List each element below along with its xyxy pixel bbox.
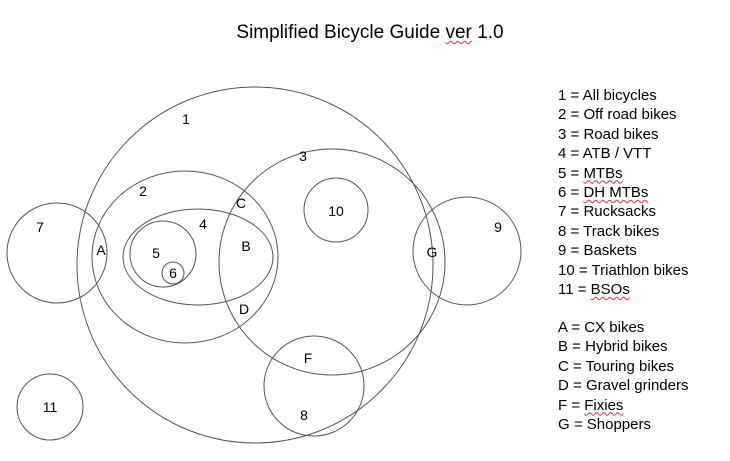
diagram-title: Simplified Bicycle Guide ver 1.0 — [0, 22, 730, 44]
legend-item: A = CX bikes — [558, 318, 688, 337]
legend-letter-text: Fixies — [584, 396, 624, 414]
label-region-f: F — [304, 350, 313, 366]
legend-item: C = Touring bikes — [558, 357, 688, 376]
label-region-c: C — [236, 195, 246, 211]
legend-item: D = Gravel grinders — [558, 376, 688, 395]
legend-letter-key: C = — [558, 357, 586, 375]
label-set-8: 8 — [300, 407, 308, 423]
label-set-10: 10 — [328, 203, 344, 219]
legend-letter-key: A = — [558, 319, 585, 336]
legend-set-key: 9 = — [558, 242, 584, 260]
legend-set-text: All bicycles — [582, 87, 657, 104]
legend-set-text: ATB / VTT — [582, 145, 652, 163]
legend-set-text: DH MTBs — [583, 184, 649, 202]
legend-set-key: 7 = — [558, 203, 584, 221]
ellipse-atb-vtt — [122, 208, 274, 306]
legend-letter-text: Shoppers — [586, 416, 651, 434]
label-set-11: 11 — [43, 399, 58, 415]
circle-off-road-bikes — [91, 170, 279, 344]
label-region-g: G — [427, 244, 438, 260]
label-set-3: 3 — [299, 148, 307, 164]
legend-item: 7 = Rucksacks — [558, 202, 689, 221]
legend-letter-key: B = — [558, 338, 586, 356]
label-set-5: 5 — [152, 245, 160, 261]
label-region-b: B — [241, 238, 250, 254]
legend-item: 10 = Triathlon bikes — [558, 261, 689, 280]
legend-letter-key: D = — [558, 377, 586, 395]
circle-rucksacks — [6, 202, 108, 304]
label-region-d: D — [239, 301, 249, 317]
legend-set-key: 4 = — [558, 145, 583, 163]
label-region-a: A — [96, 242, 106, 258]
label-set-2: 2 — [139, 183, 147, 199]
legend-set-text: Road bikes — [583, 125, 659, 143]
legend-item: 2 = Off road bikes — [558, 105, 689, 124]
legend-set-key: 8 = — [558, 222, 584, 240]
circle-baskets — [412, 196, 522, 306]
circle-triathlon-bikes — [303, 177, 369, 243]
legend-item: 6 = DH MTBs — [558, 183, 689, 202]
legend-letter-text: CX bikes — [584, 319, 645, 336]
legend-item: 11 = BSOs — [558, 280, 689, 299]
legend-set-text: Track bikes — [583, 222, 660, 240]
legend-letter-text: Gravel grinders — [585, 377, 689, 395]
legend-set-key: 3 = — [558, 125, 584, 143]
circle-track-bikes — [263, 335, 365, 437]
title-squiggly-word: ver — [445, 22, 472, 43]
label-set-4: 4 — [199, 216, 207, 232]
legend-item: 9 = Baskets — [558, 241, 689, 260]
legend-item: F = Fixies — [558, 396, 688, 415]
label-set-9: 9 — [494, 219, 502, 235]
legend-set-key: 5 = — [558, 164, 584, 182]
legend-item: G = Shoppers — [558, 415, 688, 434]
circle-mtbs — [129, 220, 197, 288]
legend-set-text: Triathlon bikes — [591, 261, 689, 279]
legend-item: B = Hybrid bikes — [558, 337, 688, 356]
circle-bsos — [16, 373, 84, 441]
legend-set-key: 6 = — [558, 184, 584, 202]
legend-set-key: 2 = — [558, 106, 584, 124]
legend-item: 3 = Road bikes — [558, 125, 689, 144]
title-suffix: 1.0 — [471, 22, 504, 43]
legend-set-key: 11 = — [558, 281, 591, 299]
legend-letter-text: Hybrid bikes — [585, 338, 668, 356]
circle-road-bikes — [218, 148, 446, 376]
legend-letter-text: Touring bikes — [585, 357, 675, 375]
circle-all-bicycles — [76, 86, 434, 444]
legend-set-text: Baskets — [583, 242, 637, 260]
legend-item: 4 = ATB / VTT — [558, 144, 689, 163]
legend-set-text: MTBs — [583, 164, 623, 182]
legend-set-text: Off road bikes — [583, 106, 677, 124]
legend-set-text: Rucksacks — [583, 203, 656, 221]
legend-set-text: BSOs — [590, 281, 630, 299]
circle-dh-mtbs — [161, 261, 185, 285]
title-prefix: Simplified Bicycle Guide — [236, 22, 446, 43]
label-set-1: 1 — [182, 111, 190, 127]
legend-set-key: 1 = — [558, 87, 583, 104]
legend-item: 5 = MTBs — [558, 164, 689, 183]
legend-set-key: 10 = — [558, 261, 592, 279]
legend-item: 8 = Track bikes — [558, 222, 689, 241]
legend-letter-key: G = — [558, 416, 587, 434]
legend-letter-key: F = — [558, 396, 585, 414]
legend-item: 1 = All bicycles — [558, 86, 689, 105]
label-set-7: 7 — [36, 219, 44, 235]
label-set-6: 6 — [169, 265, 177, 281]
